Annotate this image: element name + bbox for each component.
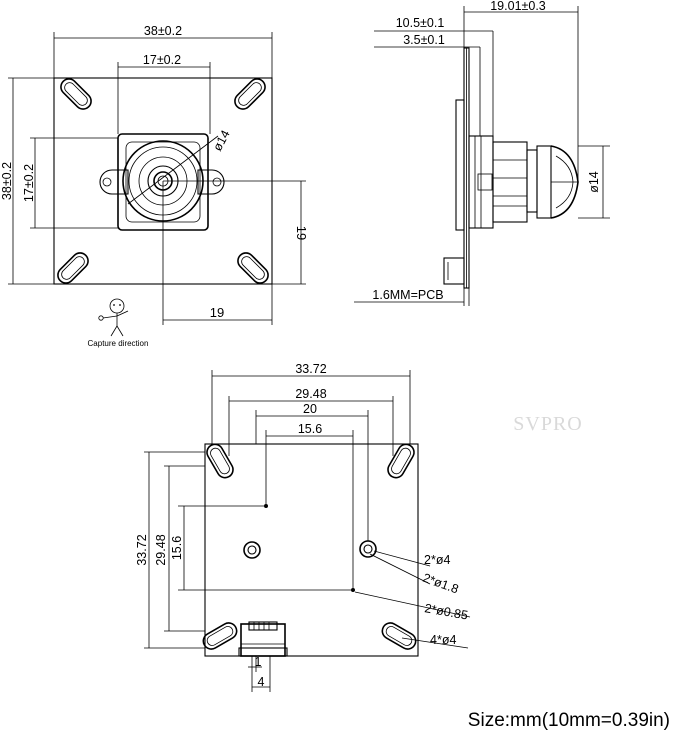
back-callout-4: 4*ø4 — [430, 633, 456, 647]
back-callout-2: 2*ø1.8 — [421, 571, 460, 597]
side-lens-ring — [536, 145, 552, 219]
front-flange-right — [197, 169, 225, 195]
front-mount-slot-bl — [57, 252, 89, 284]
back-connector-dim-2: 4 — [258, 675, 265, 689]
front-height-module-label: 17±0.2 — [22, 164, 36, 202]
back-mount-hole-right — [359, 540, 377, 558]
back-outer-height-label: 33.72 — [135, 534, 149, 565]
back-inner-small-width-label: 15.6 — [298, 422, 322, 436]
back-callout-1: 2*ø4 — [424, 553, 450, 567]
front-offset-horizontal-label: 19 — [210, 305, 224, 320]
side-lens-barrel — [492, 141, 528, 223]
back-connector-dim-1: 1 — [255, 655, 262, 669]
front-width-module-label: 17±0.2 — [143, 53, 181, 67]
back-pin-hole-bottom — [351, 588, 355, 592]
back-hole-span-width-label: 29.48 — [295, 387, 326, 401]
back-mount-slot-tr — [387, 443, 415, 479]
side-depth-b-label: 3.5±0.1 — [403, 33, 445, 47]
front-mount-slot-br — [237, 252, 269, 284]
back-mount-slot-tl — [206, 443, 234, 479]
back-callout-3: 2*ø0.85 — [423, 601, 469, 622]
watermark: SVPRO — [513, 413, 582, 435]
back-inner-width-label: 20 — [303, 402, 317, 416]
side-view: 19.01±0.3 10.5±0.1 3.5±0.1 ø14 1.6MM=PCB — [354, 0, 610, 306]
back-fpc-connector — [240, 623, 286, 657]
capture-direction-label: Capture direction — [88, 339, 149, 348]
side-total-depth-label: 19.01±0.3 — [490, 0, 546, 13]
size-note: Size:mm(10mm=0.39in) — [468, 710, 670, 731]
back-pin-hole-top — [264, 504, 268, 508]
front-lens-diameter-label: ø14 — [210, 128, 232, 154]
front-view: 38±0.2 17±0.2 38±0.2 17±0.2 ø14 19 19 — [0, 24, 309, 348]
back-mount-slot-br — [381, 622, 417, 650]
front-offset-vertical-label: 19 — [294, 226, 309, 240]
back-hole-span-height-label: 29.48 — [154, 534, 168, 565]
back-mount-slot-bl — [202, 622, 238, 650]
back-board-outline — [204, 443, 419, 657]
back-inner-small-height-label: 15.6 — [170, 536, 184, 560]
side-lens-diameter-label: ø14 — [587, 171, 601, 193]
front-mount-slot-tl — [60, 78, 92, 110]
back-mount-hole-left — [243, 541, 261, 559]
capture-direction-figure-icon — [98, 298, 129, 337]
back-view: 33.72 29.48 20 15.6 33.72 29.48 15.6 — [135, 362, 471, 692]
front-mount-slot-tr — [234, 78, 266, 110]
front-width-outer-label: 38±0.2 — [144, 24, 182, 38]
side-connector — [443, 257, 465, 285]
front-flange-left — [99, 169, 129, 195]
back-outer-width-label: 33.72 — [295, 362, 326, 376]
front-height-outer-label: 38±0.2 — [0, 162, 14, 200]
side-depth-a-label: 10.5±0.1 — [396, 16, 445, 30]
side-pcb-label: 1.6MM=PCB — [372, 288, 443, 302]
